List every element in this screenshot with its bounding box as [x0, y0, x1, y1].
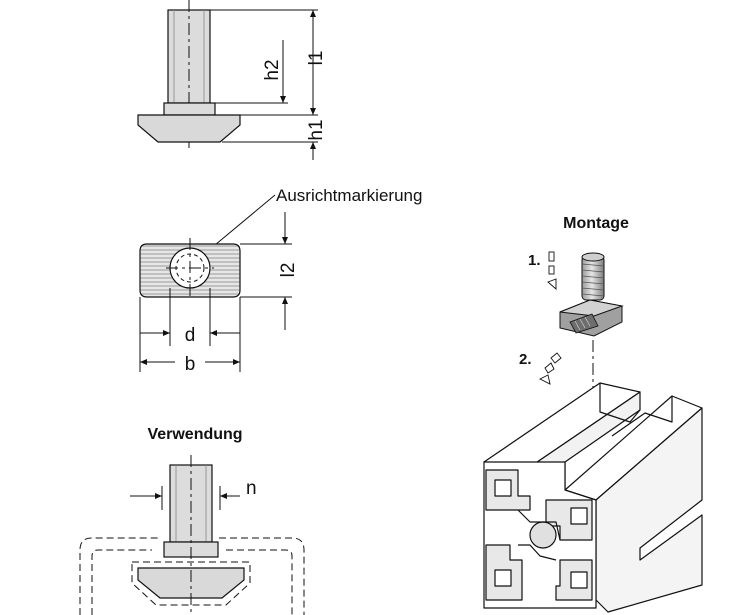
b-label: b — [185, 354, 196, 375]
l2-label: l2 — [278, 263, 299, 278]
usage-title: Verwendung — [147, 426, 242, 443]
mounting-view: Montage 1. — [483, 215, 703, 613]
step2-label: 2. — [519, 351, 532, 368]
rotate-arrow-icon — [538, 352, 562, 385]
bolt-neck — [163, 102, 216, 116]
h1-label: h1 — [306, 119, 327, 140]
step1-label: 1. — [528, 252, 541, 269]
side-view: h2 l1 h1 — [137, 0, 327, 160]
aluminium-profile — [483, 382, 703, 613]
d-label: d — [185, 325, 196, 346]
t-nut-head — [137, 114, 241, 143]
n-label: n — [246, 478, 257, 499]
h2-label: h2 — [262, 59, 283, 80]
insert-arrow-icon — [547, 251, 557, 290]
usage-view: Verwendung n — [79, 426, 305, 615]
alignment-mark-label: Ausrichtmarkierung — [276, 186, 422, 205]
profile-slot-outline — [79, 537, 305, 615]
alignment-leader — [214, 194, 276, 246]
usage-t-nut-head — [137, 567, 245, 599]
top-view: Ausrichtmarkierung l2 d b — [139, 186, 422, 375]
l1-label: l1 — [306, 51, 327, 66]
t-bolt-3d — [559, 252, 624, 337]
mounting-title: Montage — [563, 215, 629, 232]
